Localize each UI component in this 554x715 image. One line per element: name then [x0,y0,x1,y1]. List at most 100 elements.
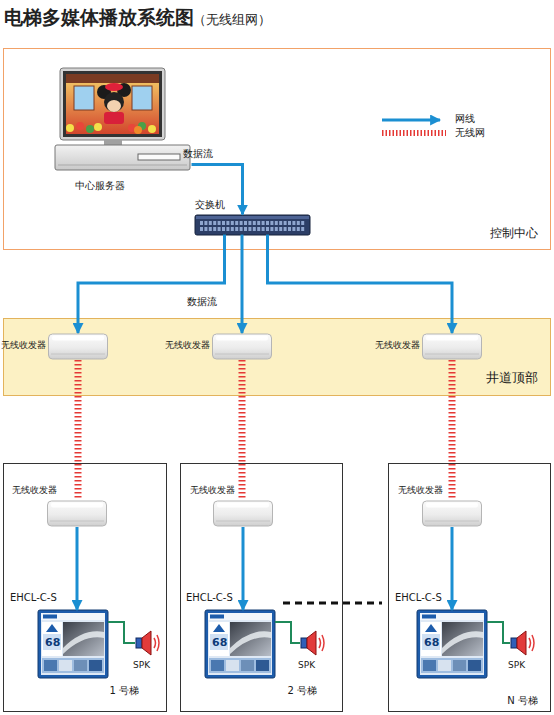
thumbnail [453,660,466,671]
thumbnail [74,660,87,671]
device-label: EHCL-C-S [186,592,233,604]
cartoon-head [104,92,124,112]
wireless-transceiver-shape [213,500,273,527]
switch-port [266,227,269,231]
thumbnail [44,660,57,671]
wireless-transceiver-shape [47,500,107,527]
switch-port [235,221,238,225]
wireless-transceiver-shape [422,500,482,527]
switch-port [257,227,260,231]
flower [66,124,74,132]
device-label: 无线收发器 [190,485,235,496]
switch-port [292,221,295,225]
transceiver-top [426,503,478,508]
device-label: 无线收发器 [375,340,420,351]
edge-label: 数据流 [183,148,213,160]
desktop-case [55,145,190,170]
up-arrow [213,624,225,632]
switch-port [226,227,229,231]
diagram-title: 电梯多媒体播放系统图 [4,6,194,29]
device-label: SPK [508,660,525,671]
display-logo [43,615,57,619]
switch-port [279,221,282,225]
switch-port [213,221,216,225]
display-logo [210,615,224,619]
switch-port [261,221,264,225]
speaker-magnet [136,638,142,648]
display-frame [417,610,487,678]
monitor-frame [60,68,165,140]
switch-port [288,221,291,225]
elevator-car: 1 号梯无线收发器EHCL-C-SSPK [3,463,167,712]
network-switch: 交换机 [195,215,310,235]
switch-port [226,221,229,225]
floor-box [43,634,61,650]
flower [76,122,84,130]
floor-box [422,634,440,650]
switch-port [217,221,220,225]
speaker-cone [517,631,526,655]
display-logo [422,615,436,619]
transceiver-edge [425,521,479,522]
switch-port [283,221,286,225]
display-inner [420,613,484,675]
speaker-shape [135,628,161,658]
switch-port [235,227,238,231]
wireless-transceiver: 无线收发器 [213,500,273,527]
speaker-magnet [301,638,307,648]
thumbnail [256,660,269,671]
switch-port [252,227,255,231]
transceiver-edge [215,354,269,355]
transceiver-edge [216,521,270,522]
switch-highlight [196,216,309,219]
switch-body [195,215,310,235]
transceiver-body [214,501,273,526]
switch-port [270,221,273,225]
switch-port [248,227,251,231]
switch-port [301,221,304,225]
device-label: 无线收发器 [1,340,46,351]
image-swoosh [230,631,271,654]
case-seam [58,164,187,165]
thumbnail [226,660,239,671]
switch-port [279,227,282,231]
switch-port [296,227,299,231]
transceiver-body [423,334,482,359]
switch-port [274,221,277,225]
flower [94,123,102,131]
cartoon-dress [104,112,124,124]
elevator-car: 2 号梯无线收发器EHCL-C-SSPK [180,463,343,712]
device-label: SPK [298,660,315,671]
thumbnail [438,660,451,671]
legend-text: 无线网 [455,127,485,139]
thumbnail [468,660,481,671]
switch-port [244,221,247,225]
transceiver-top [216,336,268,341]
speaker-cone [142,631,151,655]
sound-wave [157,635,159,651]
drive-slot [138,154,180,160]
switch-port [296,221,299,225]
display-topbar [208,613,272,620]
flower [134,126,142,134]
display-frame [38,610,108,678]
thumb-strip [42,658,104,673]
transceiver-edge [50,521,104,522]
up-arrow [46,624,58,632]
control-center-zone: 控制中心中心服务器交换机 [3,48,551,250]
wireless-transceiver: 无线收发器 [47,500,107,527]
sound-wave [532,635,534,651]
subtitle: （无线组网） [193,12,271,28]
switch-port [283,227,286,231]
speaker-shape [300,628,326,658]
display-image [442,622,483,656]
display-frame [205,610,275,678]
device-label: SPK [133,660,150,671]
switch-port [270,227,273,231]
floor-number: 68 [212,636,227,649]
switch-port [239,221,242,225]
network-switch-shape [195,215,310,235]
monitor-bezel [63,71,162,137]
thumbnail [89,660,102,671]
switch-port [248,221,251,225]
